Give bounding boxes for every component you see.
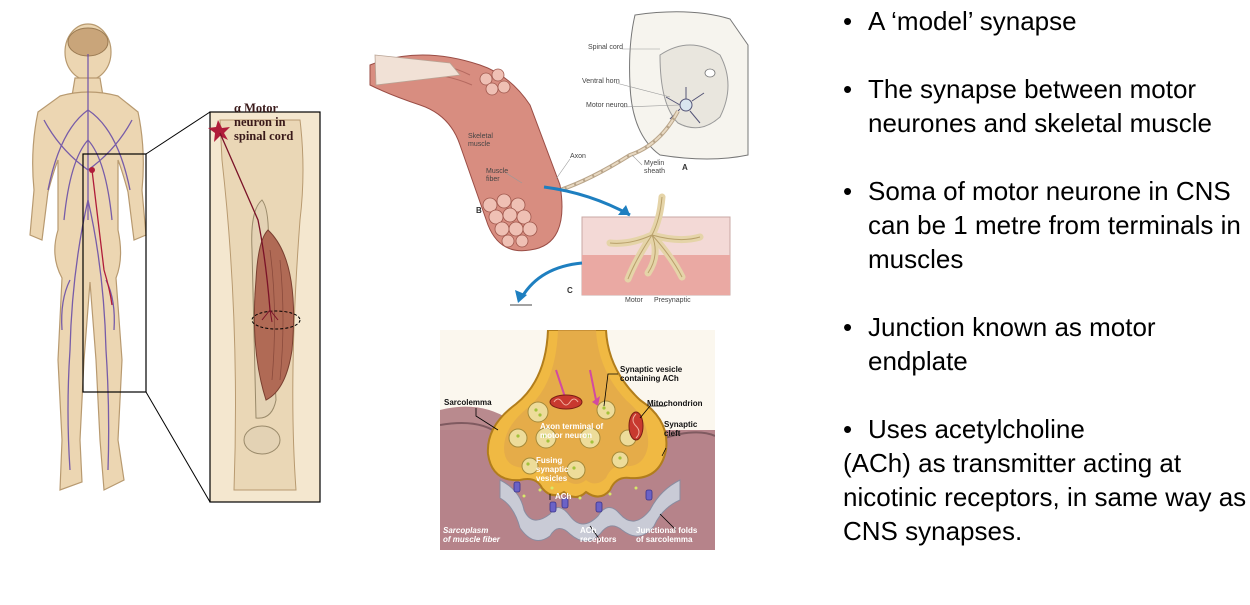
bullet-dot-icon: • bbox=[843, 74, 853, 104]
bullet-item: •A ‘model’ synapse bbox=[843, 6, 1077, 36]
body-nervous-system-figure: α Motor neuron in spinal cord bbox=[0, 20, 330, 510]
mitochondrion-label: Mitochondrion bbox=[647, 399, 703, 408]
bullet-dot-icon: • bbox=[843, 414, 853, 444]
neuromuscular-junction-figure: Synaptic vesicle containing ACh Sarcolem… bbox=[439, 329, 716, 550]
body-illustration bbox=[29, 23, 321, 503]
ach-receptors-label: ACh receptors bbox=[580, 526, 617, 544]
panel-b-label: B bbox=[476, 206, 482, 215]
spinal-cord-illustration bbox=[369, 11, 749, 306]
muscle-fiber-label: Muscle fiber bbox=[486, 168, 509, 183]
bullet-item: •Soma of motor neurone in CNS can be 1 m… bbox=[843, 176, 1241, 274]
axon-terminal-label: Axon terminal of motor neuron bbox=[540, 422, 604, 440]
fusing-vesicles-label: Fusing synaptic vesicles bbox=[536, 456, 569, 483]
spinal-cord-label: Spinal cord bbox=[588, 44, 624, 51]
panel-c-label: C bbox=[567, 286, 573, 295]
nmj-illustration bbox=[439, 329, 716, 550]
spinal-cord-muscle-figure: Spinal cord Ventral horn Motor neuron Sk… bbox=[360, 5, 750, 310]
alpha-motor-neuron-text: α Motor neuron in spinal cord bbox=[234, 101, 294, 143]
ventral-horn-label: Ventral horn bbox=[582, 78, 620, 85]
synaptic-cleft-label: Synaptic cleft bbox=[664, 420, 698, 438]
bullet-item: •Junction known as motor endplate bbox=[843, 312, 1156, 376]
bullet-item: •The synapse between motor neurones and … bbox=[843, 74, 1212, 138]
ach-label: ACh bbox=[555, 492, 572, 501]
skeletal-muscle-label: Skeletal muscle bbox=[468, 133, 493, 148]
axon-label: Axon bbox=[570, 153, 586, 160]
neuron-soma-icon bbox=[208, 120, 230, 142]
sarcolemma-label: Sarcolemma bbox=[444, 398, 492, 407]
bullet-list: •A ‘model’ synapse •The synapse between … bbox=[843, 4, 1248, 548]
sarcoplasm-label: Sarcoplasm of muscle fiber bbox=[443, 526, 500, 544]
motor-neuron-label: Motor neuron bbox=[586, 102, 628, 109]
synaptic-vesicle-label: Synaptic vesicle containing ACh bbox=[620, 365, 683, 383]
panel-a-label: A bbox=[682, 163, 688, 172]
myelin-sheath-label: Myelin sheath bbox=[644, 160, 666, 175]
bullet-item: •Uses acetylcholine(ACh) as transmitter … bbox=[843, 414, 1247, 546]
junctional-folds-label: Junctional folds of sarcolemma bbox=[636, 526, 698, 544]
motor-label: Motor bbox=[625, 297, 643, 304]
presynaptic-label: Presynaptic bbox=[654, 297, 691, 304]
bullet-continuation: (ACh) as transmitter acting at nicotinic… bbox=[843, 448, 1247, 546]
bullet-dot-icon: • bbox=[843, 6, 853, 36]
bullet-dot-icon: • bbox=[843, 176, 853, 206]
bullet-dot-icon: • bbox=[843, 312, 853, 342]
